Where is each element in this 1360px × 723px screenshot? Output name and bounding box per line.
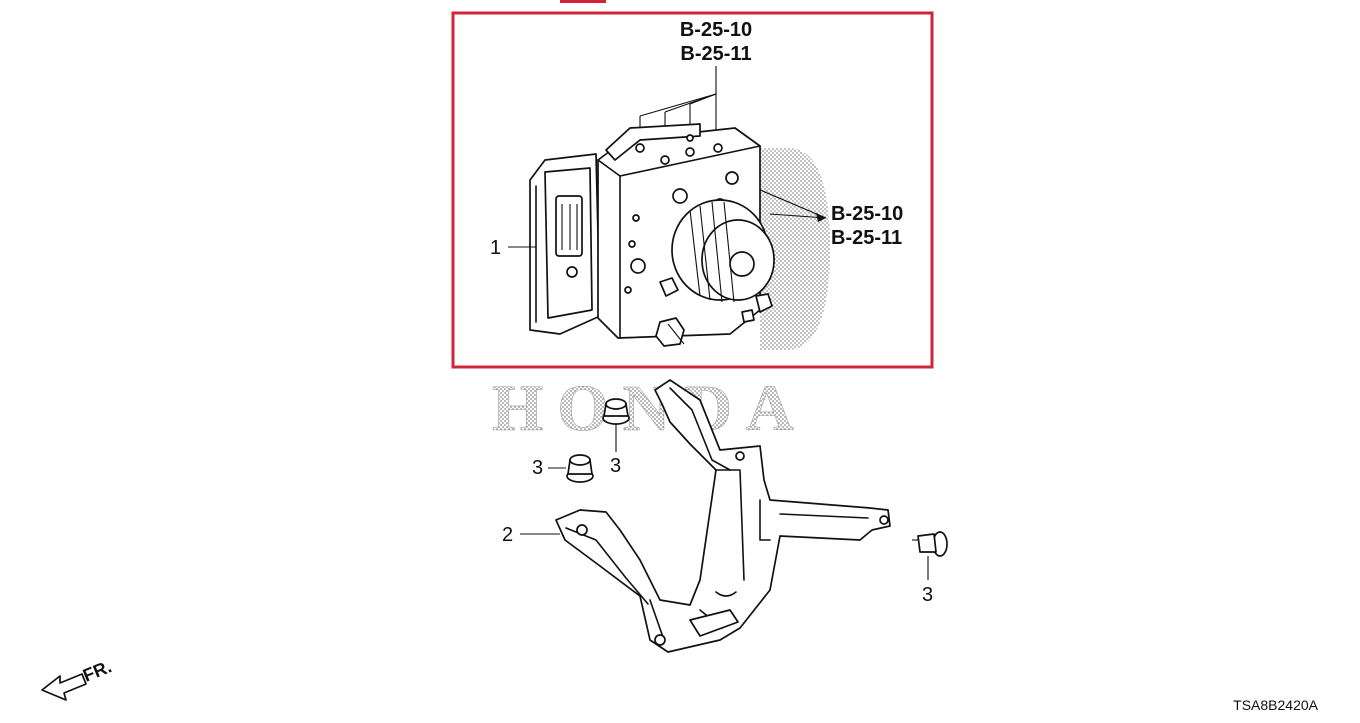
callout-2: 2	[502, 524, 513, 546]
watermark-letter-d	[760, 148, 830, 350]
highlight-frame	[451, 11, 934, 369]
callout-3b: 3	[532, 457, 543, 479]
abs-modulator-unit	[529, 123, 775, 347]
flange-bolt-c	[912, 531, 948, 580]
callout-3c: 3	[922, 584, 933, 606]
ref-right-2: B-25-11	[831, 227, 902, 249]
honda-watermark: HONDA	[492, 372, 808, 445]
flange-bolt-b	[566, 454, 594, 483]
ref-top-1: B-25-10	[680, 19, 752, 41]
top-edge-highlight	[560, 0, 606, 3]
direction-label: FR.	[80, 656, 114, 685]
front-direction-arrow-icon	[41, 673, 87, 701]
ref-top-2: B-25-11	[680, 43, 751, 65]
diagram-code: TSA8B2420A	[1233, 697, 1318, 713]
callout-1: 1	[490, 237, 501, 259]
callout-3a: 3	[610, 455, 621, 477]
abs-bracket	[555, 379, 891, 653]
flange-bolt-a	[602, 398, 630, 452]
ref-right-1: B-25-10	[831, 203, 903, 225]
